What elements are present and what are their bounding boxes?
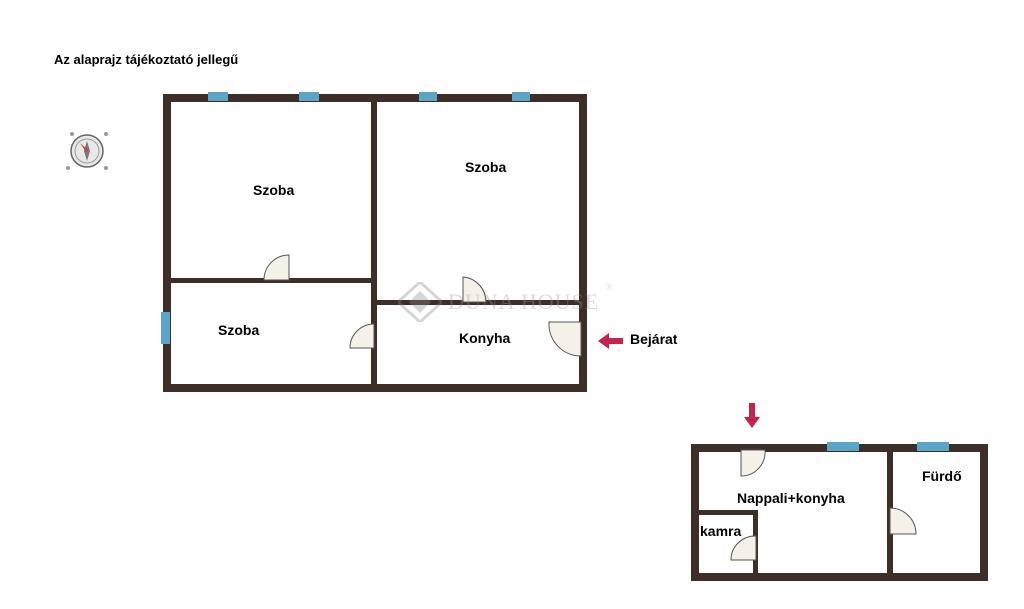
plan2-doors xyxy=(730,449,917,561)
compass-icon xyxy=(66,132,108,170)
entrance-arrow-icon xyxy=(598,333,623,349)
room-label-kitchen: Konyha xyxy=(459,330,511,346)
plan2-windows xyxy=(827,442,949,451)
room-label-pantry: kamra xyxy=(700,523,742,539)
room-label-bathroom: Fürdő xyxy=(922,468,962,484)
entrance-label: Bejárat xyxy=(630,331,678,347)
disclaimer-note: Az alaprajz tájékoztató jellegű xyxy=(54,52,239,67)
watermark-registered-mark: ® xyxy=(605,282,614,293)
room-label-living-kitchen: Nappali+konyha xyxy=(737,490,845,506)
room-label-bottom-left: Szoba xyxy=(218,322,260,338)
room-label-top-left: Szoba xyxy=(253,182,295,198)
plan1-doors xyxy=(263,254,582,357)
plan1-walls xyxy=(163,94,587,392)
room-label-top-right: Szoba xyxy=(465,159,507,175)
watermark: DUNA HOUSE ® xyxy=(398,282,614,322)
watermark-logo-icon xyxy=(398,282,442,322)
plan1-windows xyxy=(161,92,530,344)
entrance-arrow-icon xyxy=(744,403,760,428)
watermark-text: DUNA HOUSE xyxy=(448,289,600,314)
